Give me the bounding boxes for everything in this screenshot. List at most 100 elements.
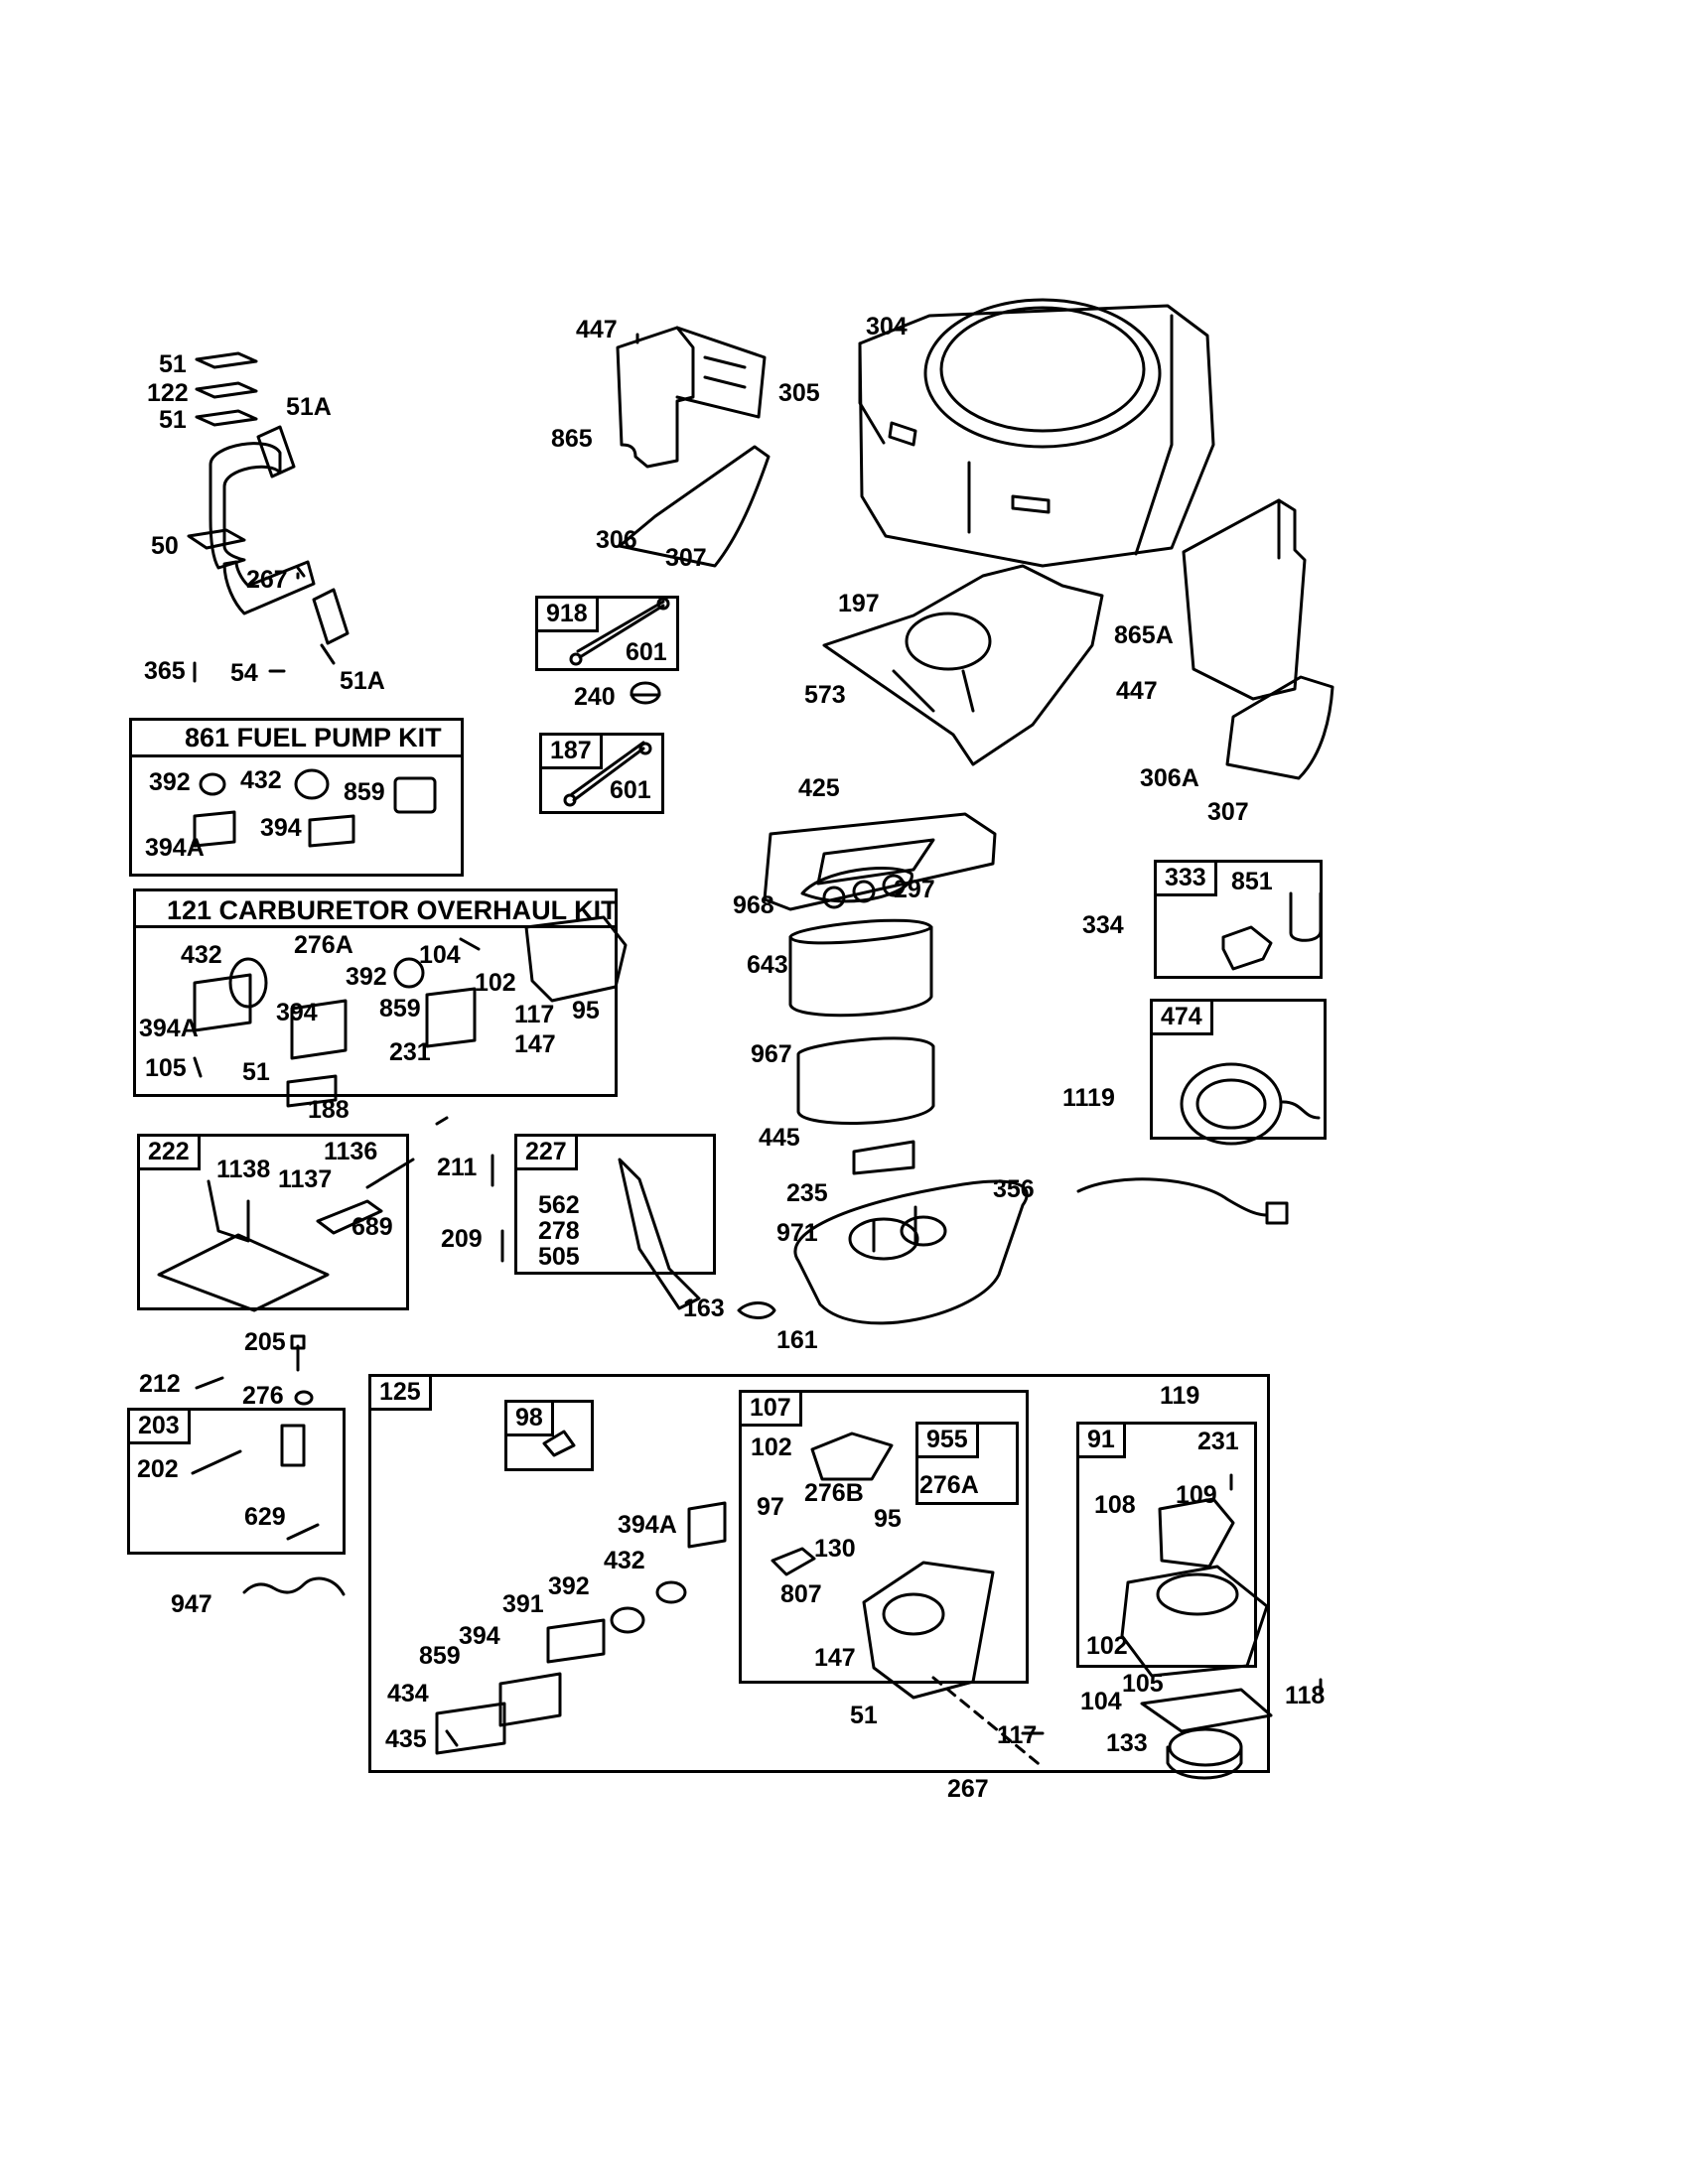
- part-label: 119: [1160, 1382, 1200, 1410]
- part-label: 147: [514, 1030, 556, 1058]
- part-label: 445: [759, 1124, 800, 1152]
- group-tag-227: 227: [514, 1134, 578, 1170]
- part-label: 95: [572, 997, 600, 1024]
- part-label: 394: [260, 814, 302, 842]
- blower-housing-drawing: [858, 298, 1215, 568]
- part-label: 505: [538, 1243, 580, 1271]
- part-label: 573: [804, 681, 846, 709]
- part-label: 267: [947, 1775, 989, 1803]
- part-label: 601: [610, 776, 651, 804]
- part-label: 51A: [286, 393, 332, 421]
- part-label: 447: [1116, 677, 1158, 705]
- part-label: 306A: [1140, 764, 1199, 792]
- part-label: 865: [551, 425, 593, 453]
- group-box-91: [1076, 1422, 1257, 1668]
- part-label: 971: [776, 1219, 818, 1247]
- part-label: 435: [385, 1725, 427, 1753]
- part-label: 231: [389, 1038, 431, 1066]
- kit-title-fuel-pump: 861 FUEL PUMP KIT: [185, 723, 442, 752]
- part-label: 968: [733, 891, 774, 919]
- part-label: 278: [538, 1217, 580, 1245]
- part-label: 432: [604, 1547, 645, 1574]
- part-label: 947: [171, 1590, 212, 1618]
- part-label: 197: [838, 590, 880, 617]
- group-box-333: [1154, 860, 1323, 979]
- link-rods-drawing: [563, 597, 670, 807]
- group-tag-98: 98: [504, 1400, 554, 1436]
- part-label: 394A: [145, 834, 205, 862]
- part-label: 51: [159, 406, 187, 434]
- fuel-pump-kit-drawing: [193, 768, 437, 848]
- part-label: 851: [1231, 868, 1273, 895]
- part-label: 447: [576, 316, 618, 343]
- part-label: 211: [437, 1154, 478, 1181]
- part-label: 859: [379, 995, 421, 1023]
- part-label: 130: [814, 1535, 856, 1563]
- group-tag-918: 918: [535, 596, 599, 632]
- part-label: 562: [538, 1191, 580, 1219]
- part-label: 231: [1197, 1428, 1239, 1455]
- part-label: 356: [993, 1175, 1035, 1203]
- group-box-125: [368, 1374, 1270, 1773]
- group-tag-187: 187: [539, 733, 603, 769]
- part-label: 51: [242, 1058, 270, 1086]
- group-tag-125: 125: [368, 1374, 432, 1411]
- group-tag-107: 107: [739, 1390, 802, 1427]
- group-tag-91: 91: [1076, 1422, 1126, 1458]
- part-label: 276B: [804, 1479, 864, 1507]
- part-label: 425: [798, 774, 840, 802]
- part-label: 51: [850, 1702, 878, 1729]
- part-label: 365: [144, 657, 186, 685]
- air-cleaner-drawing: [737, 812, 1029, 1325]
- group-box-203: [127, 1408, 346, 1555]
- part-label: 432: [240, 766, 282, 794]
- part-label: 297: [894, 876, 935, 903]
- part-label: 104: [419, 941, 461, 969]
- part-label: 202: [137, 1455, 179, 1483]
- part-label: 434: [387, 1680, 429, 1707]
- part-label: 629: [244, 1503, 286, 1531]
- part-label: 601: [626, 638, 667, 666]
- carburetor-assembly-drawing: [435, 1430, 1323, 1780]
- group-tag-203: 203: [127, 1408, 191, 1444]
- part-label: 392: [346, 963, 387, 991]
- part-label: 392: [149, 768, 191, 796]
- part-label: 394: [459, 1622, 500, 1650]
- part-label: 689: [351, 1213, 393, 1241]
- part-label: 163: [683, 1295, 725, 1322]
- governor-drawing: [157, 1154, 701, 1312]
- group-tag-333: 333: [1154, 860, 1217, 896]
- part-label: 102: [751, 1433, 792, 1461]
- kit-titlebar-fuel-pump: [129, 718, 464, 757]
- part-label: 118: [1285, 1682, 1326, 1709]
- part-label: 105: [145, 1054, 187, 1082]
- part-label: 117: [997, 1721, 1038, 1749]
- part-label: 205: [244, 1328, 286, 1356]
- part-label: 304: [866, 313, 908, 341]
- group-tag-474: 474: [1150, 999, 1213, 1035]
- group-box-227: [514, 1134, 716, 1275]
- part-label: 54: [230, 659, 258, 687]
- part-label: 212: [139, 1370, 181, 1398]
- part-label: 432: [181, 941, 222, 969]
- carb-overhaul-kit-drawing: [193, 915, 628, 1126]
- part-label: 392: [548, 1572, 590, 1600]
- part-label: 147: [814, 1644, 856, 1672]
- part-label: 1137: [278, 1165, 333, 1193]
- part-label: 102: [475, 969, 516, 997]
- exhaust-manifold-drawing: [187, 351, 350, 683]
- shroud-left-drawing: [616, 326, 771, 568]
- part-label: 108: [1094, 1491, 1136, 1519]
- part-label: 95: [874, 1505, 902, 1533]
- part-label: 276: [242, 1382, 284, 1410]
- part-label: 117: [514, 1001, 555, 1028]
- part-label: 307: [1207, 798, 1249, 826]
- part-label: 394A: [618, 1511, 677, 1539]
- part-label: 105: [1122, 1670, 1164, 1698]
- group-tag-955: 955: [915, 1422, 979, 1458]
- baffle-plate-drawing: [822, 564, 1104, 766]
- part-label: 307: [665, 544, 707, 572]
- kit-titlebar-carb-overhaul: [133, 888, 618, 928]
- shroud-right-drawing: [1182, 498, 1334, 780]
